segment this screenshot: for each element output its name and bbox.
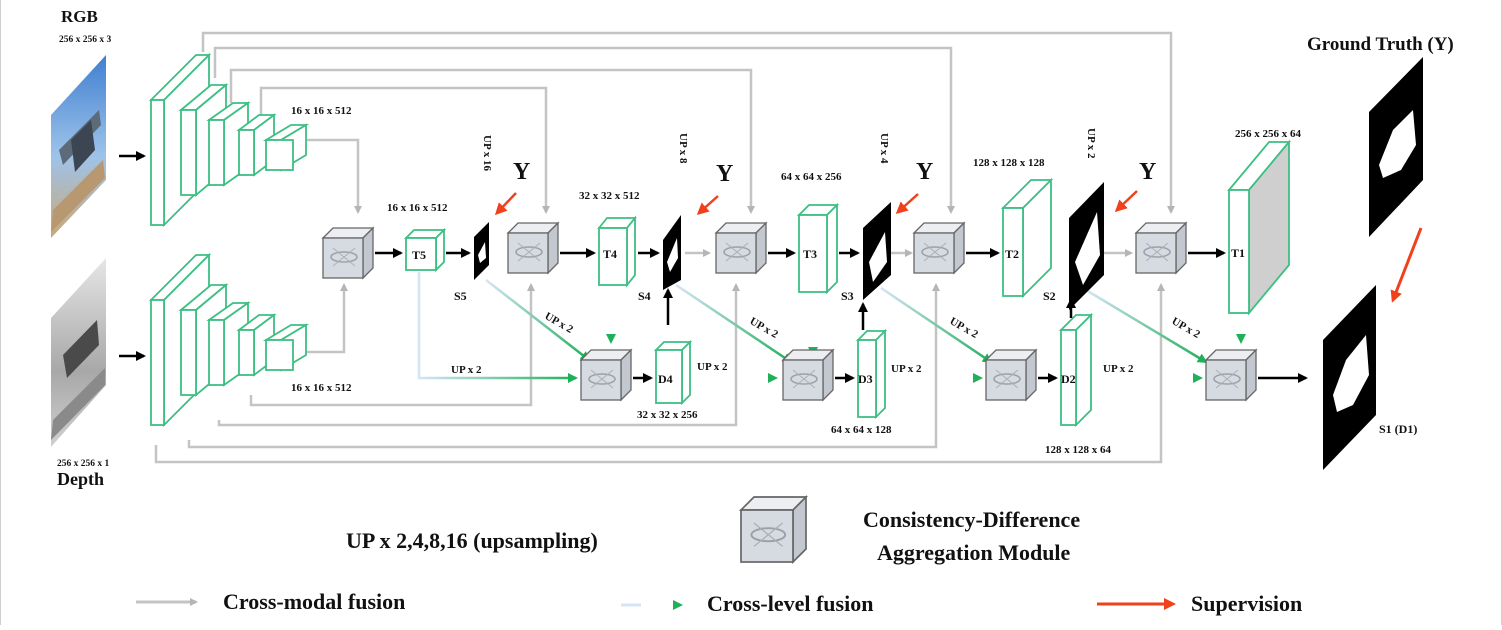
d4-label: D4: [658, 372, 673, 386]
s5-label: S5: [454, 289, 467, 303]
rgb-input-image: [51, 55, 106, 238]
t1-label: T1: [1231, 246, 1245, 260]
t5-size: 16 x 16 x 512: [387, 202, 448, 214]
t1-size: 256 x 256 x 64: [1235, 128, 1302, 140]
rgb-title: RGB: [61, 7, 98, 26]
s4-label: S4: [638, 289, 651, 303]
ground-truth-map: [1369, 57, 1423, 237]
t2-label: T2: [1005, 247, 1019, 261]
t5-label: T5: [412, 248, 426, 262]
t4-label: T4: [603, 247, 617, 261]
up2-label-d4: UP x 2: [697, 361, 728, 373]
supervision-markers: Y Y Y Y: [494, 159, 1423, 303]
d4-size: 32 x 32 x 256: [637, 409, 698, 421]
up2-label-s5: UP x 2: [543, 310, 576, 336]
s3-label: S3: [841, 289, 854, 303]
legend-upsampling: UP x 2,4,8,16 (upsampling): [346, 528, 598, 553]
s3-up-label: UP x 4: [878, 133, 890, 164]
t2-size: 128 x 128 x 128: [973, 157, 1045, 169]
ground-truth-title: Ground Truth (Y): [1307, 34, 1454, 55]
d3-label: D3: [858, 372, 873, 386]
rgb-encoder-last-size: 16 x 16 x 512: [291, 105, 352, 117]
depth-encoder-last-size: 16 x 16 x 512: [291, 382, 352, 394]
final-output-map: [1323, 285, 1376, 470]
up2-label-s2: UP x 2: [1170, 315, 1203, 341]
s5-up-label: UP x 16: [481, 135, 493, 172]
y-label-s5: Y: [513, 159, 530, 185]
up2-label-d3: UP x 2: [891, 363, 922, 375]
main-flow-arrows: [375, 248, 1308, 383]
cross-level-connections: [417, 272, 1246, 610]
y-label-s2: Y: [1139, 159, 1156, 185]
up2-label-t5: UP x 2: [451, 364, 482, 376]
legend-module-line1: Consistency-Difference: [863, 507, 1080, 532]
s2-label: S2: [1043, 289, 1056, 303]
d3-size: 64 x 64 x 128: [831, 424, 892, 436]
legend-cross-level: Cross-level fusion: [707, 591, 873, 616]
d2-size: 128 x 128 x 64: [1045, 444, 1112, 456]
rgb-size: 256 x 256 x 3: [59, 35, 112, 45]
rgb-encoder-stack: [148, 52, 310, 228]
cross-modal-connections: [154, 31, 1175, 464]
decoder-blocks: [653, 312, 1094, 428]
depth-title: Depth: [57, 469, 104, 489]
side-output-maps: [474, 182, 1104, 310]
legend-supervision: Supervision: [1191, 591, 1302, 616]
y-label-s4: Y: [716, 161, 733, 187]
side-output-labels: S5 S4 S3 S2 UP x 16 UP x 8 UP x 4 UP x 2: [454, 128, 1097, 303]
final-output-label: S1 (D1): [1379, 422, 1417, 436]
legend-module-cube: [740, 496, 807, 563]
s2-up-label: UP x 2: [1085, 128, 1097, 159]
s4-up-label: UP x 8: [677, 133, 689, 164]
depth-encoder-stack: [148, 252, 310, 428]
t3-size: 64 x 64 x 256: [781, 171, 842, 183]
transformed-blocks: [403, 139, 1291, 316]
decoder-labels: D4 D3 D2 32 x 32 x 256 64 x 64 x 128 128…: [637, 372, 1112, 456]
legend-module-line2: Aggregation Module: [877, 540, 1071, 565]
d2-label: D2: [1061, 372, 1076, 386]
transformed-labels: T5 T4 T3 T2 T1 16 x 16 x 512 32 x 32 x 5…: [387, 128, 1302, 262]
depth-size: 256 x 256 x 1: [57, 459, 110, 469]
t3-label: T3: [803, 247, 817, 261]
up2-label-d2: UP x 2: [1103, 363, 1134, 375]
t4-size: 32 x 32 x 512: [579, 190, 640, 202]
depth-input-image: [51, 258, 106, 447]
legend-cross-modal: Cross-modal fusion: [223, 589, 405, 614]
y-label-s3: Y: [916, 159, 933, 185]
